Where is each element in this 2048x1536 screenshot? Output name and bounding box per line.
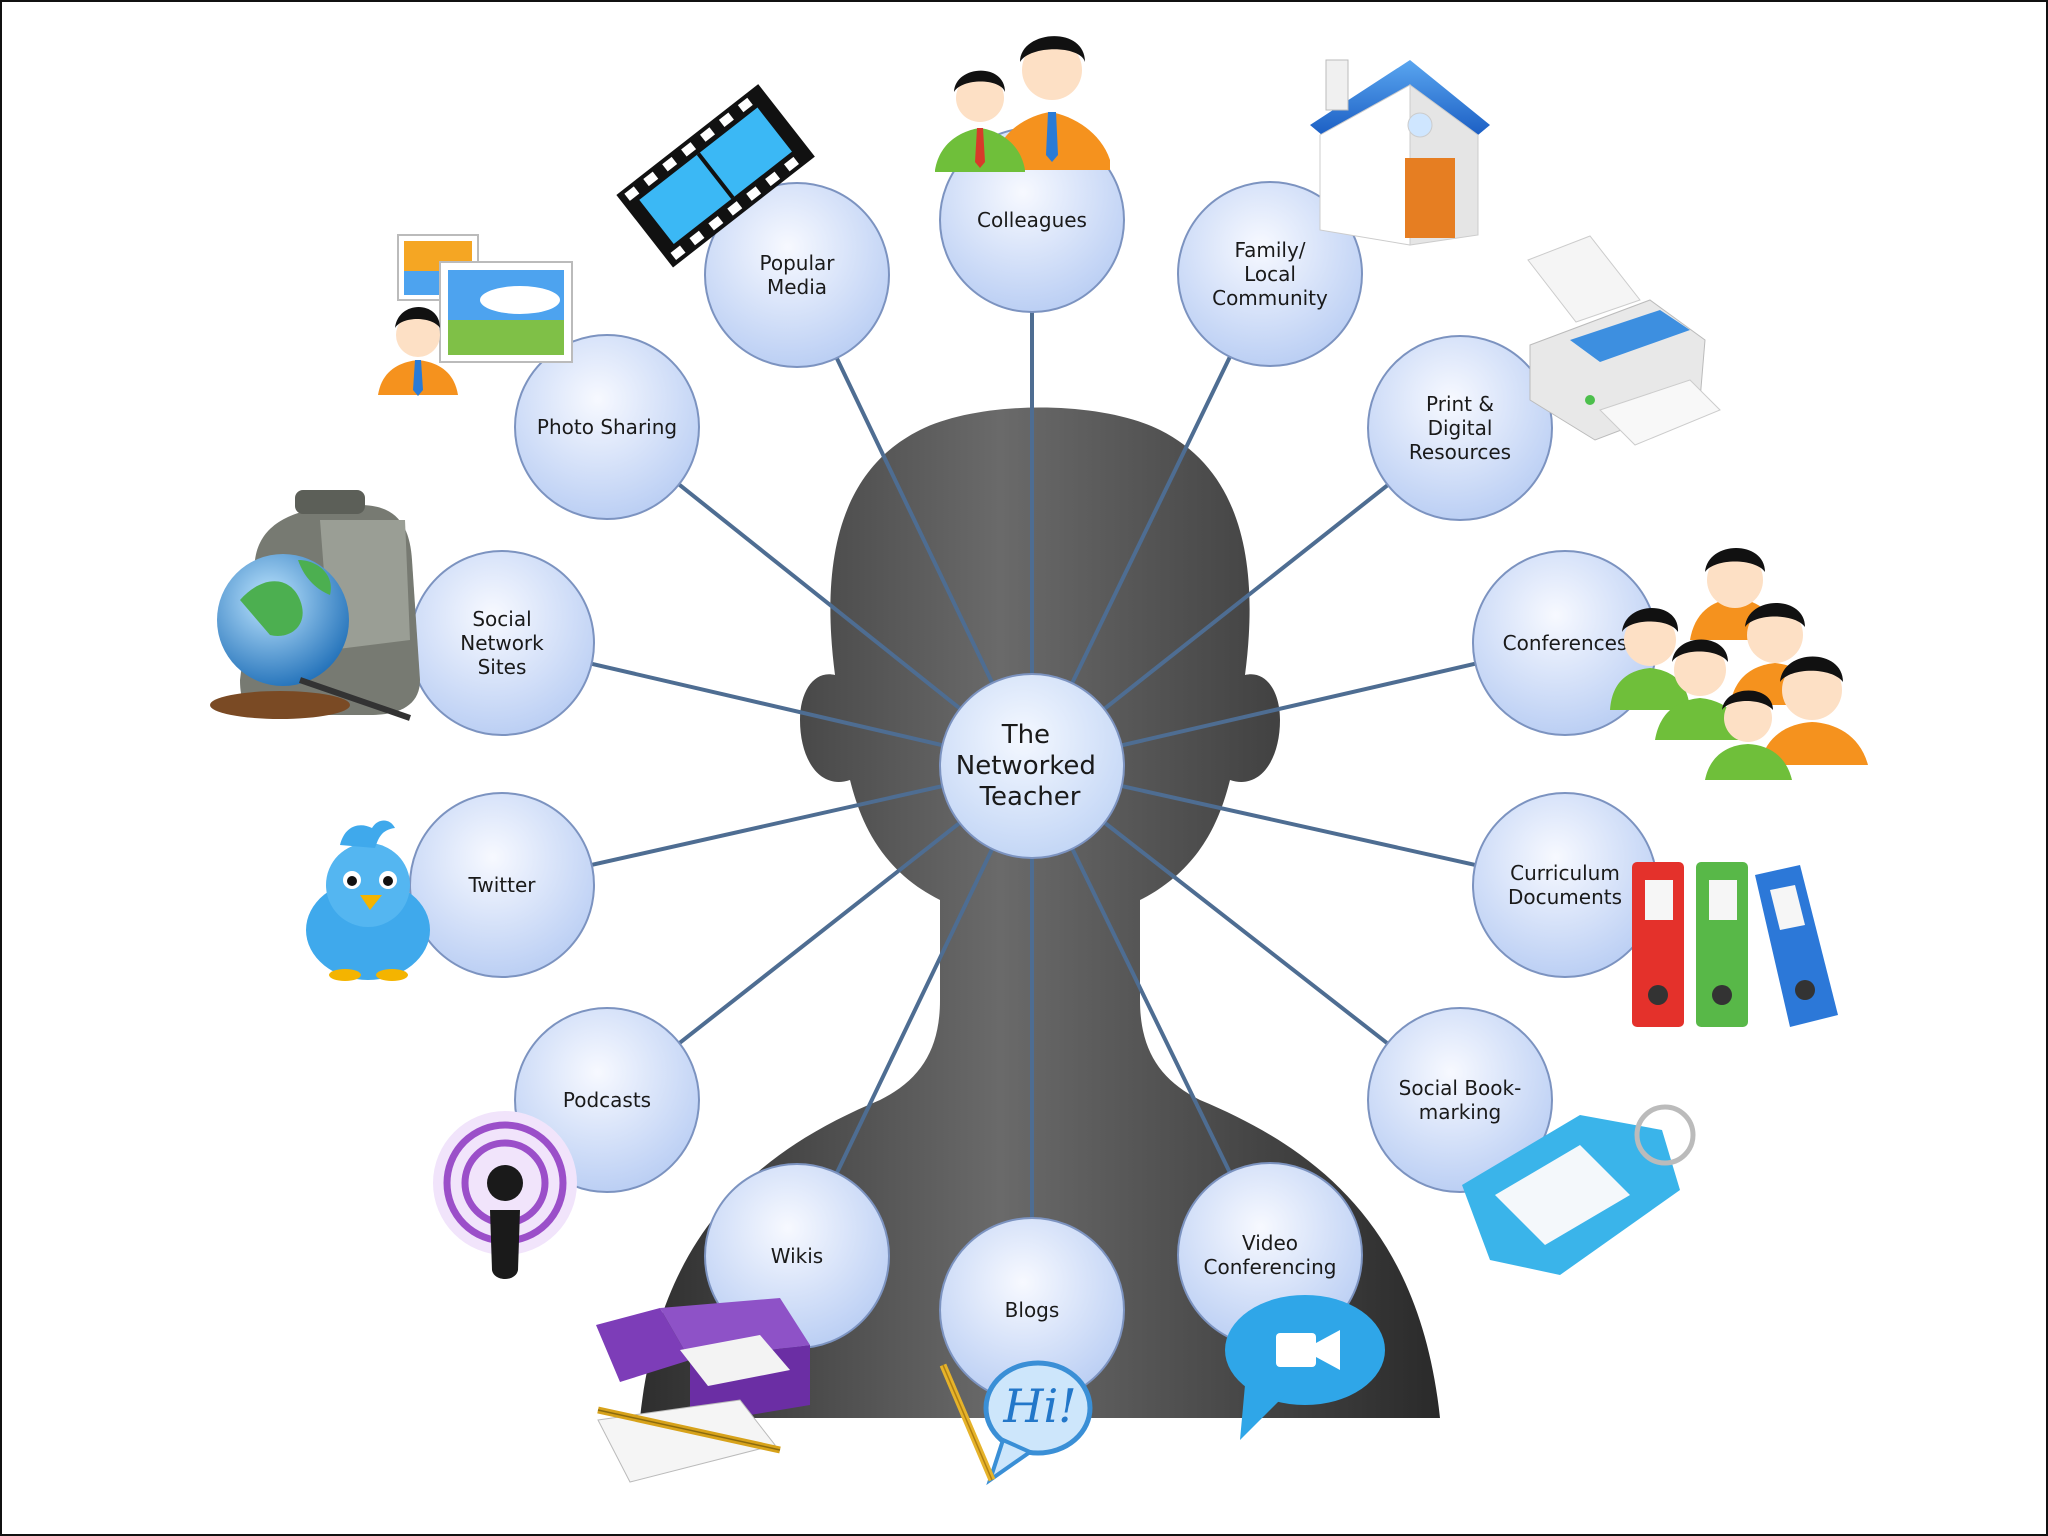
node-label-line: Sites <box>478 655 527 679</box>
node-label-line: Social <box>472 607 531 631</box>
node-label: Wikis <box>771 1244 823 1268</box>
node-label-line: Twitter <box>467 873 536 897</box>
house-icon <box>1310 59 1490 246</box>
node-label-line: Conferencing <box>1204 1255 1337 1279</box>
photos-icon <box>378 234 573 396</box>
book-pencil-icon <box>596 1298 810 1483</box>
node-label-line: Video <box>1242 1231 1298 1255</box>
node-label-line: Photo Sharing <box>537 415 677 439</box>
colleagues-icon <box>935 36 1110 172</box>
center-label-line-1: The <box>1001 720 1050 750</box>
node-label-line: Community <box>1212 286 1328 310</box>
node-label: Blogs <box>1005 1298 1060 1322</box>
node-label-line: Curriculum <box>1510 861 1620 885</box>
blogs-bubble-text: Hi! <box>1002 1379 1076 1433</box>
binders-icon <box>1632 862 1838 1027</box>
node-circle <box>1367 335 1553 521</box>
node-label-line: Local <box>1244 262 1296 286</box>
node-label-line: Blogs <box>1005 1298 1060 1322</box>
node-circle <box>704 182 890 368</box>
globe-bag-icon <box>210 490 420 721</box>
node-label-line: Resources <box>1409 440 1511 464</box>
tag-icon <box>1462 1104 1696 1275</box>
node-label: Social Book-marking <box>1399 1076 1522 1124</box>
node-circle <box>514 334 700 520</box>
video-chat-icon <box>1225 1295 1385 1440</box>
node-label-line: Network <box>460 631 544 655</box>
node-label-line: Podcasts <box>563 1088 651 1112</box>
node-label: Twitter <box>467 873 536 897</box>
node-label: Conferences <box>1503 631 1628 655</box>
center-node[interactable]: The Networked Teacher <box>939 673 1125 859</box>
hi-bubble-icon: Hi! <box>939 1360 1093 1486</box>
node-label-line: marking <box>1419 1100 1501 1124</box>
podcast-icon <box>433 1111 577 1279</box>
center-label-line-3: Teacher <box>979 782 1081 812</box>
center-label-line-2: Networked <box>956 751 1096 781</box>
node-social-bookmarking[interactable]: Social Book-marking <box>1367 1007 1553 1193</box>
node-label: Photo Sharing <box>537 415 677 439</box>
printer-icon <box>1527 235 1721 446</box>
node-label-line: Digital <box>1428 416 1493 440</box>
node-label-line: Colleagues <box>977 208 1087 232</box>
node-colleagues[interactable]: Colleagues <box>939 127 1125 313</box>
node-label: Podcasts <box>563 1088 651 1112</box>
node-label-line: Conferences <box>1503 631 1628 655</box>
node-label-line: Social Book- <box>1399 1076 1522 1100</box>
svg-text:The Networked Teac: The Networked Teacher <box>956 720 1104 812</box>
node-label-line: Documents <box>1508 885 1622 909</box>
node-label-line: Family/ <box>1234 238 1305 262</box>
node-conferences[interactable]: Conferences <box>1472 550 1658 736</box>
node-photo-sharing[interactable]: Photo Sharing <box>514 334 700 520</box>
node-label-line: Media <box>767 275 827 299</box>
node-circle <box>1367 1007 1553 1193</box>
node-circle <box>1177 181 1363 367</box>
bird-icon <box>306 820 430 981</box>
film-strip-icon <box>616 84 815 268</box>
node-label-line: Wikis <box>771 1244 823 1268</box>
node-label-line: Print & <box>1426 392 1494 416</box>
node-label-line: Popular <box>760 251 836 275</box>
crowd-icon <box>1610 548 1868 780</box>
node-twitter[interactable]: Twitter <box>409 792 595 978</box>
node-label: Colleagues <box>977 208 1087 232</box>
